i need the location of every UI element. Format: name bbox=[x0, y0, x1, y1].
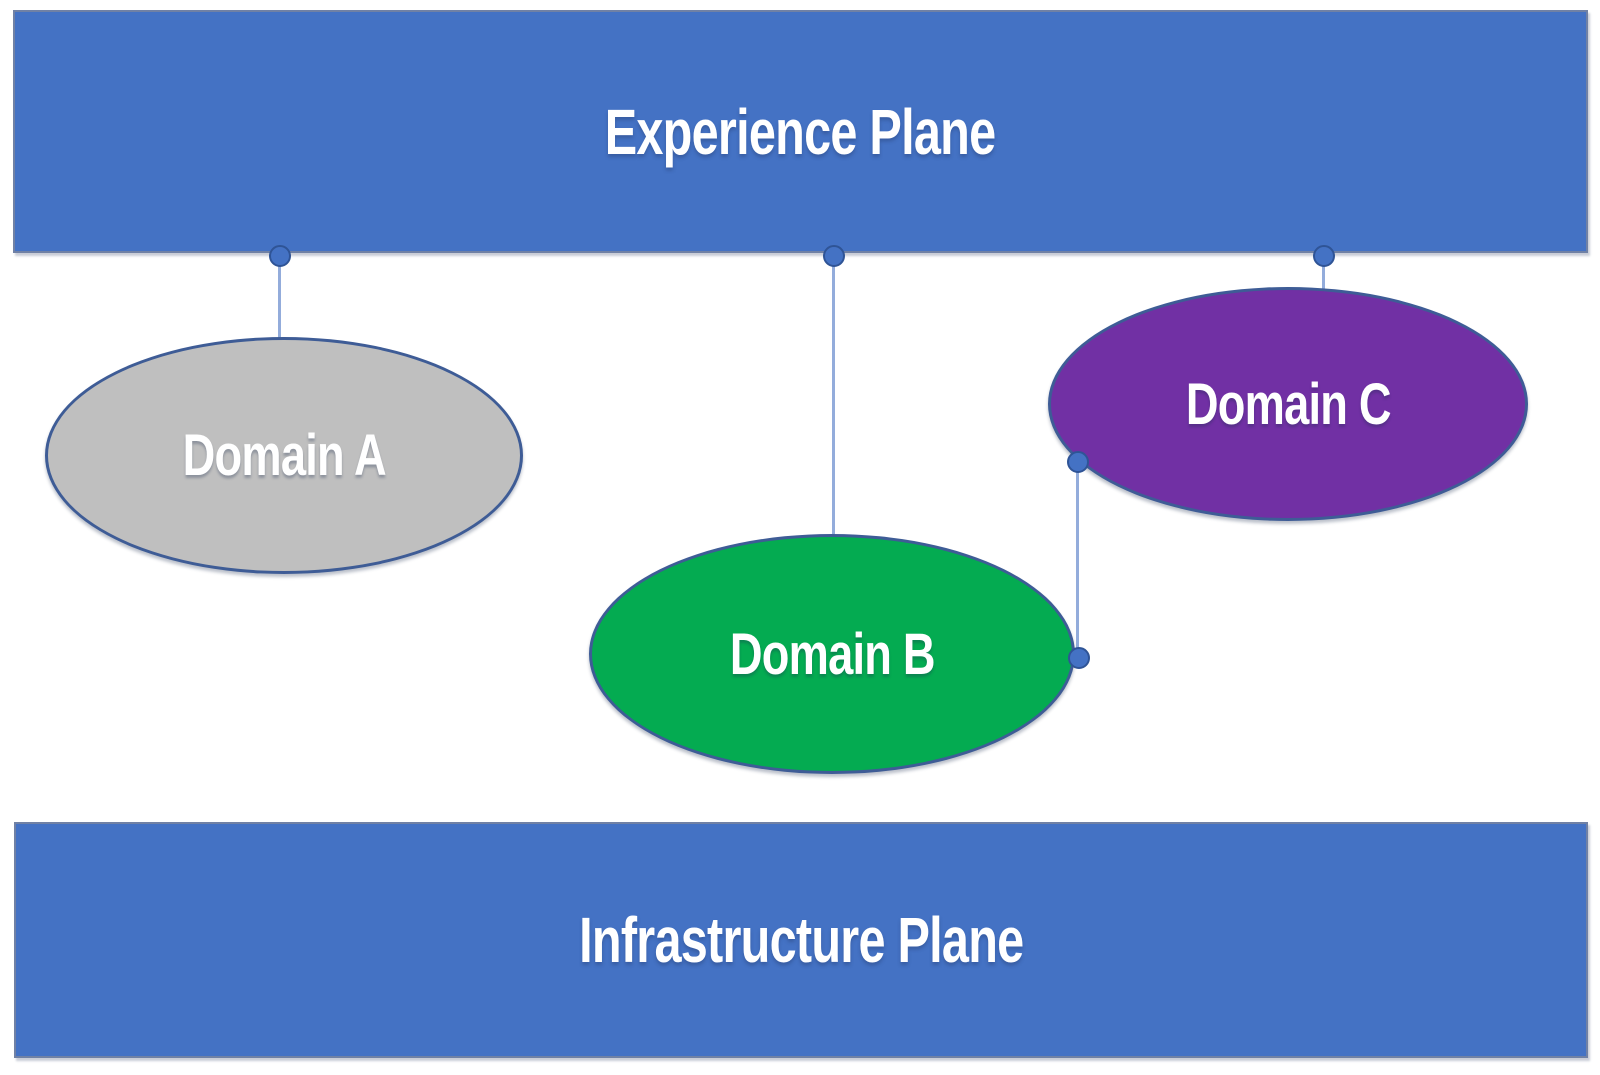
connector-line-experience-to-domain-b bbox=[832, 255, 835, 537]
connector-line-experience-to-domain-a bbox=[278, 255, 281, 339]
connector-dot-domain-c-edge bbox=[1067, 451, 1089, 473]
connector-line-experience-to-domain-c bbox=[1322, 255, 1325, 295]
connector-dot-experience-domain-a bbox=[269, 245, 291, 267]
connector-line-domain-c-to-domain-b bbox=[1076, 460, 1079, 658]
domain-a-ellipse: Domain A bbox=[45, 337, 523, 574]
experience-plane-label: Experience Plane bbox=[605, 95, 996, 168]
connector-dot-domain-b-edge bbox=[1068, 647, 1090, 669]
infrastructure-plane-rect: Infrastructure Plane bbox=[14, 822, 1588, 1058]
connector-dot-experience-domain-c bbox=[1313, 245, 1335, 267]
domain-b-label: Domain B bbox=[729, 621, 936, 687]
infrastructure-plane-label: Infrastructure Plane bbox=[578, 904, 1024, 976]
domain-a-label: Domain A bbox=[182, 423, 386, 488]
domain-c-label: Domain C bbox=[1185, 371, 1392, 437]
domain-c-ellipse: Domain C bbox=[1048, 287, 1528, 521]
experience-plane-rect: Experience Plane bbox=[13, 10, 1588, 253]
connector-dot-experience-domain-b bbox=[823, 245, 845, 267]
domain-b-ellipse: Domain B bbox=[589, 534, 1075, 774]
